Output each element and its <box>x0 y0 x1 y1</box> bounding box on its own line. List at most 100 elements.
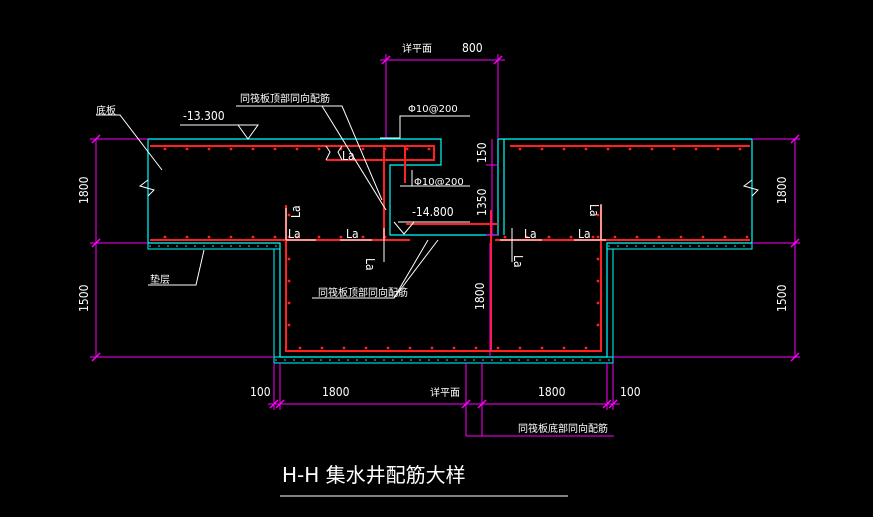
dim-bottom-100-left: 100 <box>250 385 271 399</box>
dim-left-1800: 1800 <box>77 176 91 204</box>
cushion-dot <box>302 359 304 361</box>
cushion-dot <box>491 359 493 361</box>
rebar-dot <box>251 235 255 239</box>
rebar-dot <box>287 213 291 217</box>
cushion-dot <box>365 359 367 361</box>
cushion-dot <box>185 245 187 247</box>
rebar-dot <box>596 213 600 217</box>
cushion-dot <box>725 245 727 247</box>
rebar-dot <box>207 147 211 151</box>
rebar-dot <box>163 235 167 239</box>
cushion-dot <box>509 359 511 361</box>
rebar-dot <box>408 346 412 350</box>
rebar-dot <box>361 147 365 151</box>
cushion-dot <box>428 359 430 361</box>
la-label: La <box>524 227 537 241</box>
rebar-dot <box>474 346 478 350</box>
cushion-dot <box>698 245 700 247</box>
rebar-dot <box>287 279 291 283</box>
see-plan-bottom: 详平面 <box>430 386 460 399</box>
cushion-dot <box>284 359 286 361</box>
dim-left-1500: 1500 <box>77 284 91 312</box>
rebar-dot <box>229 147 233 151</box>
rebar-dot <box>584 346 588 350</box>
cushion-dot <box>626 245 628 247</box>
cushion-dot <box>293 359 295 361</box>
cushion-dot <box>689 245 691 247</box>
rebar-dot <box>185 147 189 151</box>
dim-1350: 1350 <box>475 188 489 216</box>
rebar-dot <box>716 147 720 151</box>
rebar-dot <box>273 235 277 239</box>
cushion-dot <box>653 245 655 247</box>
drawing-title: H-H 集水井配筋大样 <box>282 463 466 487</box>
rebar-dot <box>207 235 211 239</box>
cushion-dot <box>374 359 376 361</box>
note-top: 同筏板顶部同向配筋 <box>240 92 330 105</box>
cushion-dot <box>716 245 718 247</box>
rebar-dot <box>596 257 600 261</box>
rebar-dot <box>452 346 456 350</box>
cushion-dot <box>662 245 664 247</box>
rebar-dot <box>163 147 167 151</box>
cushion-dot <box>500 359 502 361</box>
cushion-dot <box>383 359 385 361</box>
see-plan-top: 详平面 <box>402 42 432 55</box>
cushion-dot <box>221 245 223 247</box>
cushion-dot <box>248 245 250 247</box>
rebar-dot <box>317 147 321 151</box>
la-label: La <box>342 149 355 163</box>
rebar-dot <box>496 346 500 350</box>
cushion-dot <box>275 359 277 361</box>
cushion-dot <box>347 359 349 361</box>
dimension-lines <box>90 54 800 437</box>
concrete-outline <box>147 138 753 358</box>
rebar-dot <box>584 147 588 151</box>
cushion-dot <box>680 245 682 247</box>
cushion-dot <box>455 359 457 361</box>
rebar-label-1: Φ10@200 <box>408 104 458 115</box>
cushion-dot <box>563 359 565 361</box>
cushion-dot <box>608 245 610 247</box>
cushion-label: 垫层 <box>150 273 170 286</box>
rebar-dot <box>657 235 661 239</box>
rebar-dot <box>295 235 299 239</box>
rebar-dot <box>540 147 544 151</box>
dim-top-800: 800 <box>462 41 483 55</box>
cushion-dot <box>392 359 394 361</box>
rebar-dot <box>361 235 365 239</box>
cushion-dot <box>401 359 403 361</box>
rebar-dot <box>295 147 299 151</box>
rebar-dot <box>287 235 291 239</box>
rebar-dot <box>723 235 727 239</box>
rebar-dot <box>635 235 639 239</box>
cushion-dot <box>464 359 466 361</box>
rebar-dot <box>606 147 610 151</box>
rebar-dot <box>518 346 522 350</box>
cushion-dot <box>608 359 610 361</box>
cushion-dots <box>149 245 745 361</box>
rebar-dot <box>386 346 390 350</box>
dimension-texts: 800 1800 1500 1800 1500 150 1350 1800 10… <box>77 41 789 399</box>
cushion-dot <box>329 359 331 361</box>
rebar-dot <box>287 257 291 261</box>
cushion-dot <box>446 359 448 361</box>
la-marks <box>285 204 606 262</box>
dim-150: 150 <box>475 142 489 163</box>
dim-right-1800: 1800 <box>775 176 789 204</box>
rebar-dot <box>628 147 632 151</box>
cushion-dot <box>356 359 358 361</box>
rebar-dot <box>596 279 600 283</box>
cushion-dot <box>167 245 169 247</box>
cushion-dot <box>572 359 574 361</box>
rebar-dot <box>287 323 291 327</box>
rebar-dot <box>427 147 431 151</box>
la-label: La <box>346 227 359 241</box>
cushion-dot <box>320 359 322 361</box>
rebar-dot <box>596 301 600 305</box>
la-label: La <box>578 227 591 241</box>
rebar-dots <box>163 147 749 350</box>
la-label: La <box>363 258 377 271</box>
cushion-dot <box>734 245 736 247</box>
